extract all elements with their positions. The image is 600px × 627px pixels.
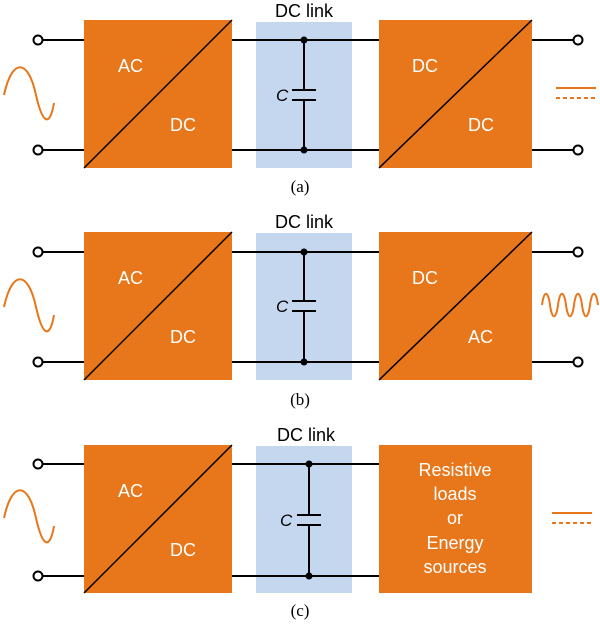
capacitor-label: C: [280, 511, 293, 530]
input-terminal-top: [32, 246, 44, 258]
converter-diagonal: [378, 19, 533, 169]
converter-bottom-label: DC: [170, 540, 196, 560]
load-label-line: sources: [423, 557, 486, 577]
dc-link-label: DC link: [275, 1, 334, 21]
output-terminal-top: [572, 246, 584, 258]
panel-b: DC link AC DC DC AC C (b): [3, 212, 599, 409]
load-label-line: Resistive: [418, 460, 491, 480]
junction-node-top: [305, 460, 313, 468]
junction-node-bottom: [300, 146, 308, 154]
converter-bottom-label: AC: [468, 327, 493, 347]
input-terminal-bottom: [32, 570, 44, 582]
ac-sine-wave-icon: [3, 278, 55, 333]
converter-top-label: AC: [118, 268, 143, 288]
panel-c: DC link AC DC Resistive loads or Energy …: [3, 425, 592, 620]
capacitor-label: C: [276, 86, 289, 105]
input-terminal-bottom: [32, 356, 44, 368]
junction-node-top: [300, 36, 308, 44]
capacitor-label: C: [276, 297, 289, 316]
converter-top-label: DC: [412, 56, 438, 76]
input-terminal-top: [32, 458, 44, 470]
junction-node-bottom: [300, 358, 308, 366]
junction-node-top: [300, 248, 308, 256]
load-label-line: loads: [433, 484, 476, 504]
panel-caption: (c): [291, 601, 310, 620]
converter-top-label: DC: [412, 268, 438, 288]
load-block: [379, 445, 532, 593]
converter-bottom-label: DC: [468, 115, 494, 135]
output-terminal-bottom: [572, 144, 584, 156]
converter-diagonal: [83, 231, 233, 381]
converter-top-label: AC: [118, 481, 143, 501]
load-label-line: or: [447, 508, 463, 528]
panel-a: DC link AC DC DC DC C (a): [3, 1, 596, 196]
converter-top-label: AC: [118, 56, 143, 76]
dc-link-label: DC link: [275, 212, 334, 232]
converter-diagonal: [83, 444, 233, 594]
load-label-line: Energy: [426, 533, 483, 553]
dc-link-label: DC link: [277, 425, 336, 445]
converter-diagonal: [378, 231, 533, 381]
input-terminal-bottom: [32, 144, 44, 156]
ac-sine-wave-icon: [3, 489, 55, 544]
converter-diagonal: [83, 19, 233, 169]
panel-caption: (a): [291, 177, 310, 196]
ac-sine-wave-icon: [3, 66, 55, 121]
high-frequency-sine-wave-icon: [541, 292, 599, 318]
converter-bottom-label: DC: [170, 327, 196, 347]
output-terminal-top: [572, 34, 584, 46]
junction-node-bottom: [305, 572, 313, 580]
input-terminal-top: [32, 34, 44, 46]
panel-caption: (b): [290, 390, 310, 409]
dc-link-region: [256, 446, 352, 593]
output-terminal-bottom: [572, 356, 584, 368]
converter-bottom-label: DC: [170, 115, 196, 135]
